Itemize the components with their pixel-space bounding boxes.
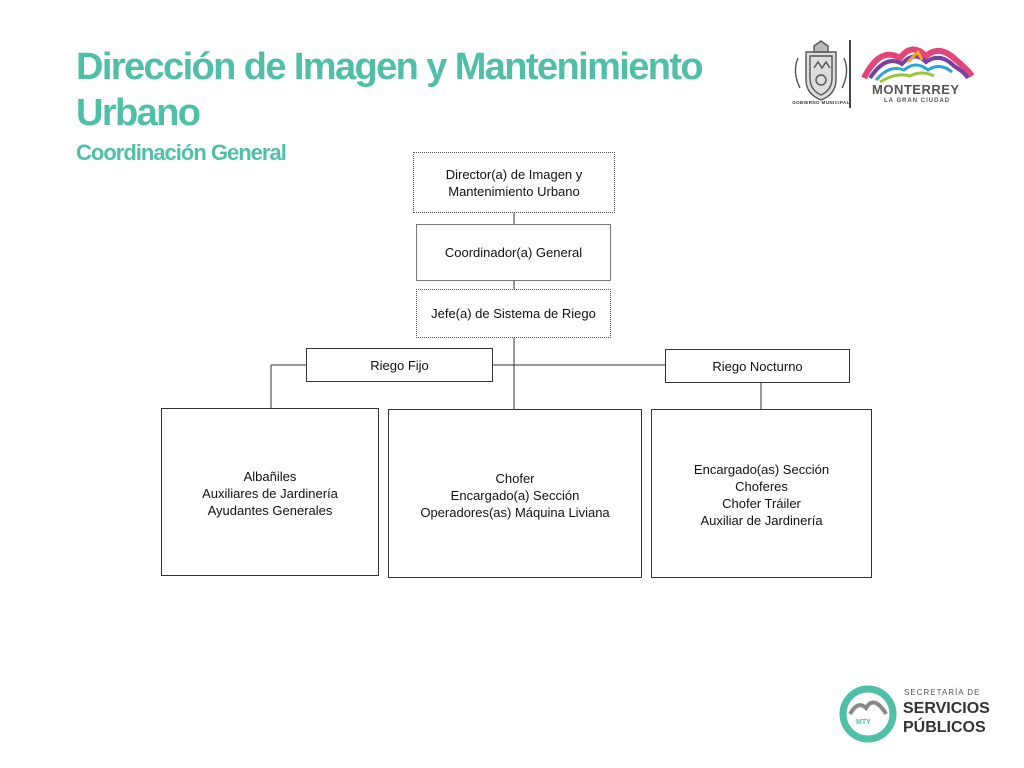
monterrey-name: MONTERREY (872, 82, 960, 97)
left-group-item: Albañiles (243, 469, 297, 484)
municipal-caption: GOBIERNO MUNICIPAL (792, 100, 850, 105)
coordinator-box: Coordinador(a) General (416, 224, 611, 281)
secretaria-line2: SERVICIOS (903, 700, 990, 717)
left-group-box: Albañiles Auxiliares de Jardinería Ayuda… (161, 408, 379, 576)
secretaria-line3: PÚBLICOS (903, 719, 986, 736)
servicios-badge-icon (839, 685, 897, 743)
monterrey-tagline: LA GRAN CIUDAD (884, 98, 951, 104)
secretaria-line1: SECRETARÍA DE (904, 688, 981, 697)
right-group-box: Encargado(as) Sección Choferes Chofer Tr… (651, 409, 872, 578)
right-group-item: Auxiliar de Jardinería (700, 513, 823, 528)
director-label: Director(a) de Imagen y Mantenimiento Ur… (445, 166, 583, 199)
right-group-item: Encargado(as) Sección (693, 462, 830, 477)
page-subtitle: Coordinación General (76, 140, 287, 165)
coordinator-label: Coordinador(a) General (444, 245, 583, 260)
right-group-item: Chofer Tráiler (722, 496, 801, 511)
page-title: Dirección de Imagen y Mantenimiento Urba… (76, 46, 704, 134)
riego-fijo-label: Riego Fijo (370, 357, 429, 373)
municipal-shield-icon (794, 40, 848, 101)
riego-fijo-box: Riego Fijo (306, 348, 493, 382)
center-group-item: Chofer (495, 471, 535, 486)
riego-nocturno-label: Riego Nocturno (712, 358, 803, 374)
center-group-box: Chofer Encargado(a) Sección Operadores(a… (388, 409, 642, 578)
center-group-item: Encargado(a) Sección (450, 488, 580, 503)
right-group-item: Choferes (735, 479, 788, 494)
center-group-item: Operadores(as) Máquina Liviana (420, 505, 610, 520)
servicios-badge-text: MTY (856, 719, 871, 726)
left-group-item: Auxiliares de Jardinería (202, 486, 338, 501)
monterrey-mountains-icon (861, 46, 975, 84)
riego-nocturno-box: Riego Nocturno (665, 349, 850, 383)
director-box: Director(a) de Imagen y Mantenimiento Ur… (413, 152, 615, 213)
header-logos: GOBIERNO MUNICIPAL MONTERREY LA GRAN CIU… (786, 38, 986, 112)
jefe-box: Jefe(a) de Sistema de Riego (416, 289, 611, 338)
secretaria-logo: MTY SECRETARÍA DE SERVICIOS PÚBLICOS (838, 684, 1008, 748)
logo-divider (849, 40, 851, 108)
jefe-label: Jefe(a) de Sistema de Riego (431, 306, 596, 321)
left-group-item: Ayudantes Generales (207, 503, 333, 518)
